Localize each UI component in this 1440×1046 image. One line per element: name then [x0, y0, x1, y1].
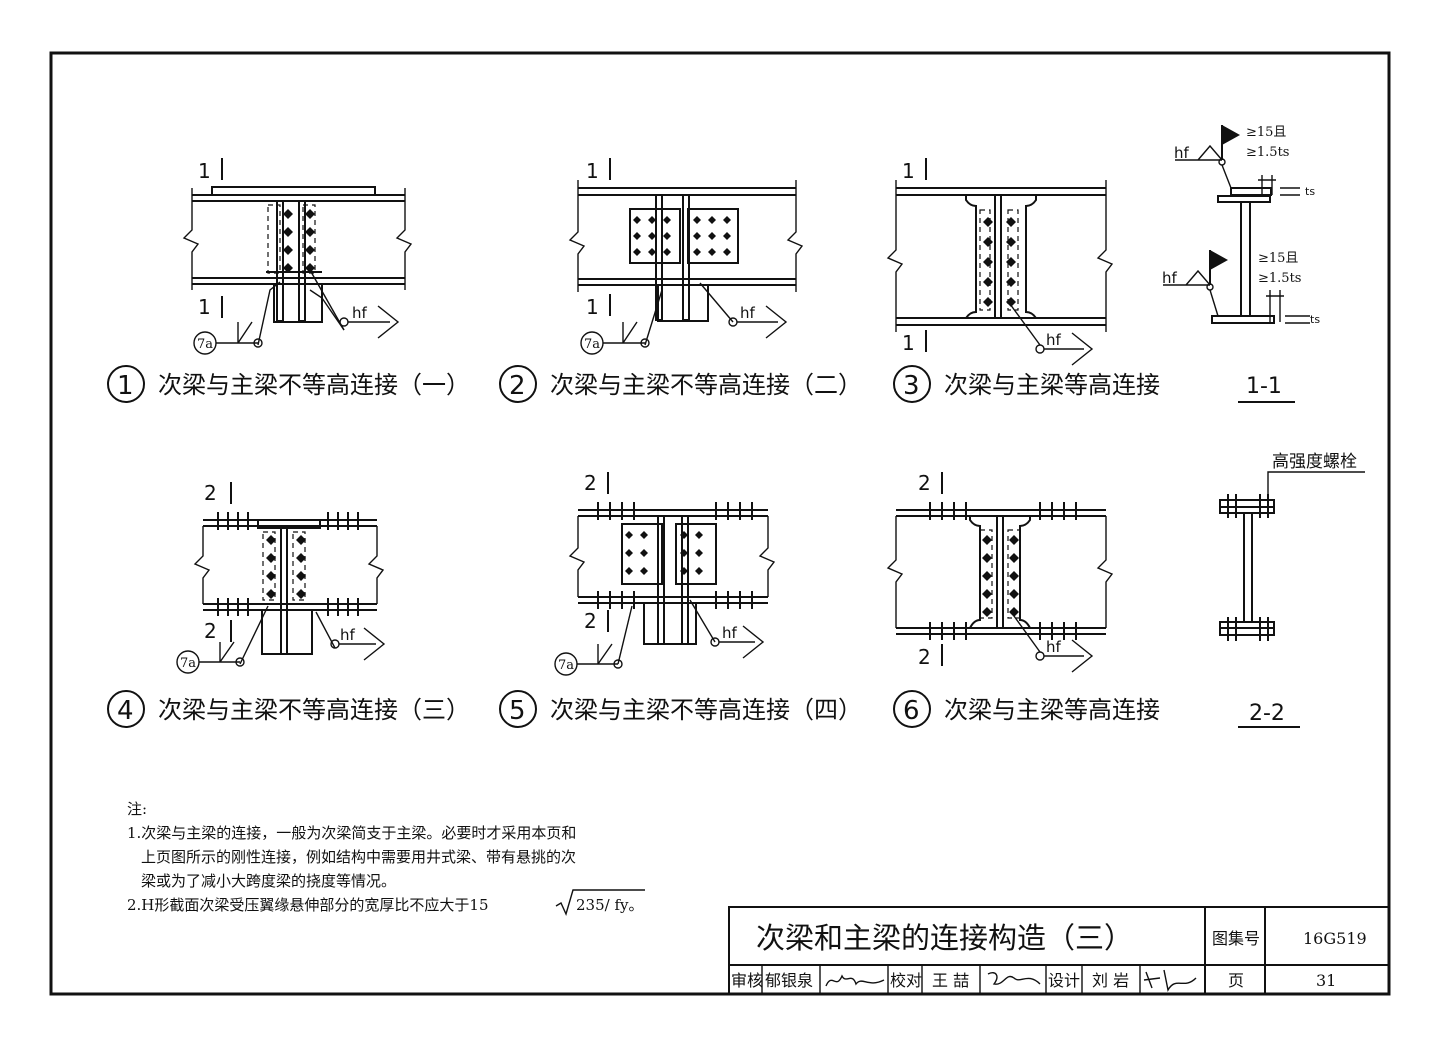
detail-caption: 次梁与主梁不等高连接（一）	[158, 371, 470, 399]
detail-number: 1	[117, 371, 134, 401]
caption-detail-5: 5 次梁与主梁不等高连接（四）	[499, 690, 862, 728]
page-number: 31	[1316, 971, 1336, 990]
caption-detail-6: 6 次梁与主梁等高连接	[893, 690, 1160, 728]
hf-label: hf	[340, 626, 356, 644]
cut-mark-6-bottom: 2	[918, 645, 931, 669]
caption-detail-4: 4 次梁与主梁不等高连接（三）	[107, 690, 470, 728]
reviewer-name: 郁银泉	[765, 971, 813, 990]
note-line-4-formula: 235/ fy。	[576, 896, 643, 914]
cut-mark-1-top: 1	[198, 159, 211, 183]
detail-number: 3	[903, 371, 920, 401]
hf-label: hf	[740, 304, 756, 322]
cut-mark-2-bottom: 1	[586, 295, 599, 319]
weld-req-2: ≥1.5ts	[1258, 271, 1301, 286]
weld-ref-label: 7a	[584, 337, 600, 352]
detail-3-drawing: 1 1 hf	[886, 158, 1114, 366]
ts-label: ts	[1305, 185, 1315, 198]
cut-mark-3-top: 1	[902, 159, 915, 183]
hf-label: hf	[1046, 331, 1062, 349]
weld-ref-label: 7a	[180, 656, 196, 671]
weld-req-1: ≥15且	[1258, 251, 1298, 266]
weld-ref-label: 7a	[197, 337, 213, 352]
section-2-2-drawing: 高强度螺栓 2-2	[1219, 452, 1365, 728]
cut-mark-5-bottom: 2	[584, 609, 597, 633]
cut-mark-6-top: 2	[918, 471, 931, 495]
detail-number: 4	[117, 696, 134, 726]
detail-number: 6	[903, 696, 920, 726]
detail-5-drawing: 2 2 7a hf	[554, 471, 776, 676]
hf-label: hf	[722, 624, 738, 642]
detail-4-drawing: 2 2 7a hf	[176, 481, 386, 674]
detail-6-drawing: 2 2 hf	[886, 471, 1114, 673]
sheet-border	[49, 51, 1391, 996]
section-2-2-title: 2-2	[1249, 701, 1285, 726]
atlas-label: 图集号	[1212, 929, 1260, 948]
note-line-2: 上页图所示的刚性连接，例如结构中需要用井式梁、带有悬挑的次	[141, 848, 576, 866]
section-1-1-title: 1-1	[1246, 374, 1282, 399]
check-label: 校对	[890, 971, 922, 990]
ts-label: ts	[1310, 313, 1320, 326]
note-line-4: 2.H形截面次梁受压翼缘悬伸部分的宽厚比不应大于15	[127, 896, 488, 914]
note-line-1: 1.次梁与主梁的连接，一般为次梁简支于主梁。必要时才采用本页和	[127, 824, 576, 842]
notes-title: 注:	[127, 800, 147, 818]
detail-number: 2	[509, 371, 526, 401]
checker-signature	[987, 972, 1041, 985]
atlas-number: 16G519	[1303, 929, 1367, 948]
checker-name: 王 喆	[932, 971, 969, 990]
note-line-3: 梁或为了减小大跨度梁的挠度等情况。	[141, 872, 396, 890]
detail-number: 5	[509, 696, 526, 726]
title-block: 次梁和主梁的连接构造（三） 图集号 16G519 审核 郁银泉 校对 王 喆 设…	[728, 906, 1390, 995]
cut-mark-5-top: 2	[584, 471, 597, 495]
detail-caption: 次梁与主梁不等高连接（四）	[550, 696, 862, 724]
cut-mark-4-bottom: 2	[204, 619, 217, 643]
cut-mark-2-top: 1	[586, 159, 599, 183]
hf-label: hf	[1046, 638, 1062, 656]
weld-ref-label: 7a	[558, 658, 574, 673]
designer-name: 刘 岩	[1092, 971, 1129, 990]
cut-mark-1-bottom: 1	[198, 295, 211, 319]
detail-caption: 次梁与主梁等高连接	[944, 696, 1160, 724]
designer-signature	[1143, 969, 1197, 992]
notes-block: 注: 1.次梁与主梁的连接，一般为次梁简支于主梁。必要时才采用本页和 上页图所示…	[127, 800, 645, 917]
cut-mark-4-top: 2	[204, 481, 217, 505]
hf-label: hf	[1174, 144, 1190, 162]
detail-caption: 次梁与主梁等高连接	[944, 371, 1160, 399]
weld-req-2: ≥1.5ts	[1246, 145, 1289, 160]
detail-caption: 次梁与主梁不等高连接（三）	[158, 696, 470, 724]
review-label: 审核	[731, 971, 763, 990]
drawing-title: 次梁和主梁的连接构造（三）	[756, 921, 1133, 955]
weld-req-1: ≥15且	[1246, 125, 1286, 140]
caption-detail-2: 2 次梁与主梁不等高连接（二）	[499, 365, 862, 403]
cut-mark-3-bottom: 1	[902, 331, 915, 355]
hf-label: hf	[352, 304, 368, 322]
bolt-label: 高强度螺栓	[1272, 452, 1357, 472]
caption-detail-3: 3 次梁与主梁等高连接	[893, 365, 1160, 403]
page-label: 页	[1228, 971, 1244, 990]
detail-1-drawing: 1 1 7a hf	[182, 158, 413, 355]
caption-detail-1: 1 次梁与主梁不等高连接（一）	[107, 365, 470, 403]
reviewer-signature	[825, 974, 885, 987]
section-1-1-drawing: hf hf ≥15且 ≥1.5ts ≥15且 ≥1.5ts ts ts 1-1	[1162, 125, 1320, 403]
design-label: 设计	[1048, 971, 1080, 990]
detail-2-drawing: 1 1 7a hf	[568, 158, 804, 355]
hf-label: hf	[1162, 269, 1178, 287]
detail-caption: 次梁与主梁不等高连接（二）	[550, 371, 862, 399]
